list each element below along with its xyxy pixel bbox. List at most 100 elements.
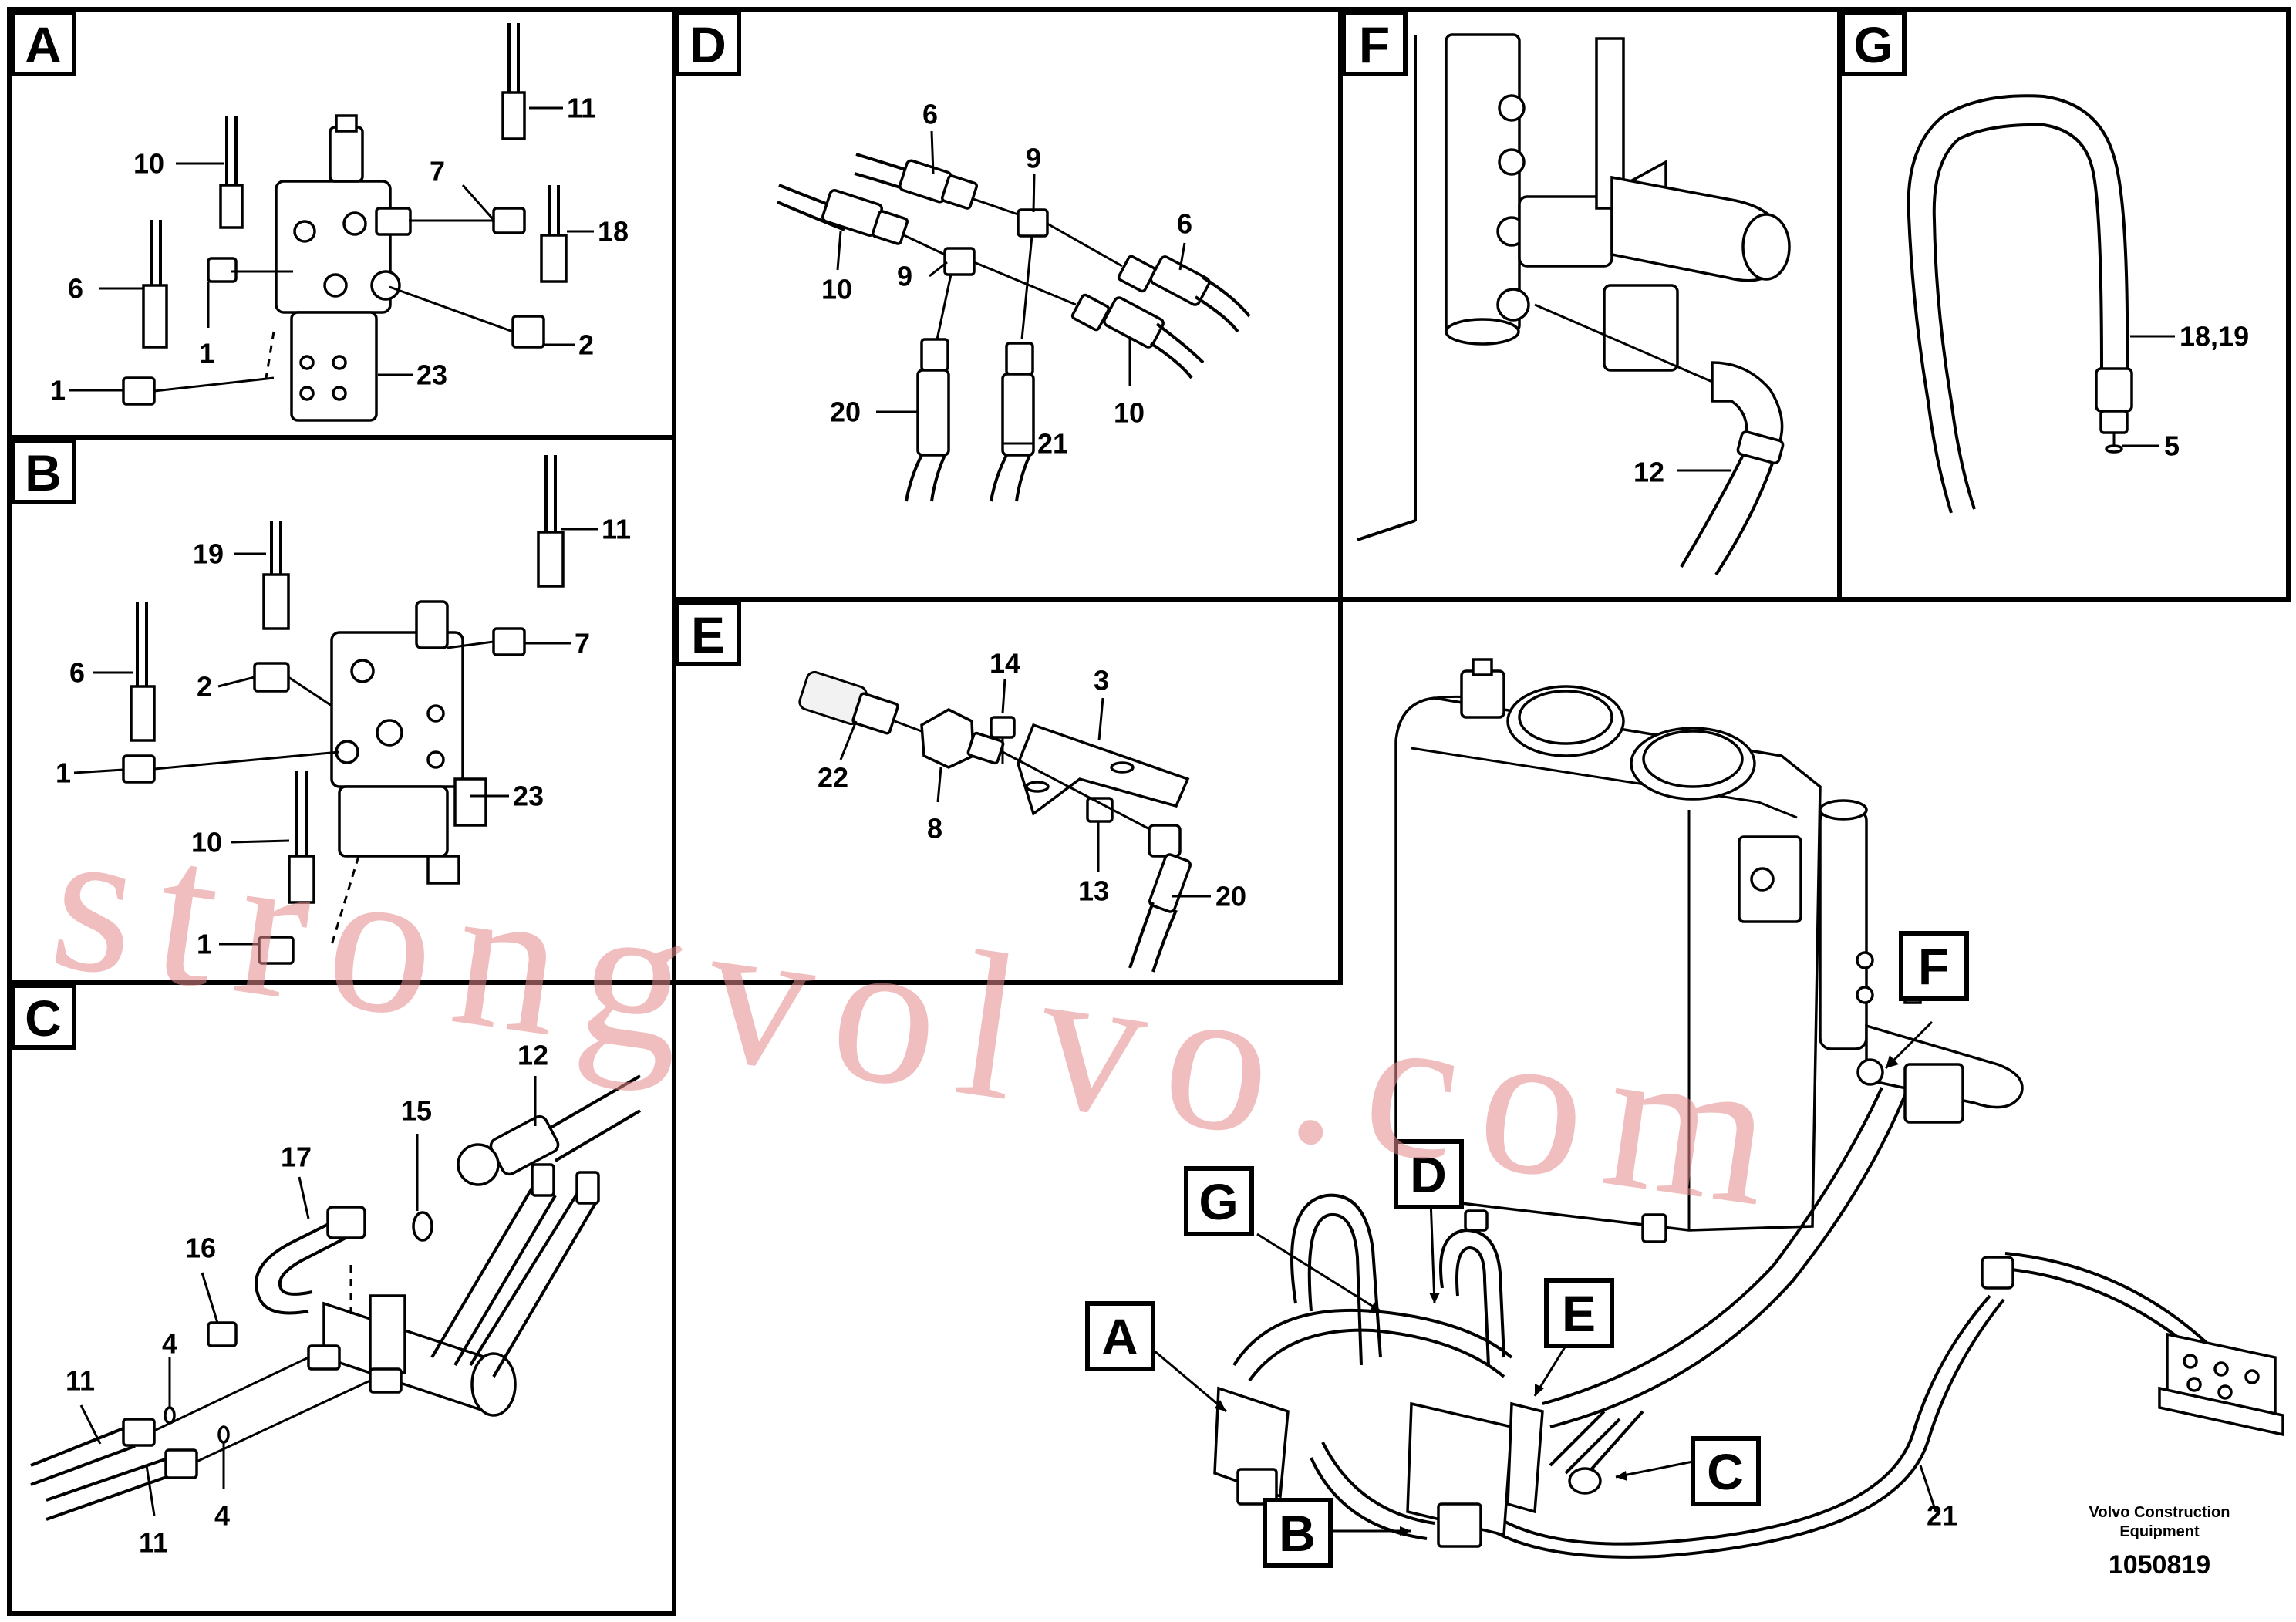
panel-d-callouts: 6 9 6 10 9 20 10 21 [821,99,1192,460]
panel-b-hoses [122,455,565,965]
panel-c-parts [30,1074,642,1521]
panel-c-frame [7,980,676,1616]
overview-label-c: C [1707,1443,1744,1500]
panel-e-parts [798,670,1192,973]
overview-tank [1394,658,2024,1243]
overview-label-d: D [1410,1146,1447,1203]
callout: 23 [416,359,447,391]
panel-a: A 11 10 7 18 6 1 2 1 23 [10,10,629,422]
overview-hoses [1479,1087,2284,1559]
callout: 6 [1177,208,1192,240]
panel-c: C 12 15 17 16 4 11 11 4 [10,983,642,1559]
callout: 10 [133,148,164,180]
panel-f: F 12 [1341,10,1791,576]
callout: 10 [191,827,222,858]
callout: 11 [567,93,596,124]
callout: 10 [821,274,852,305]
overview-labels: F G D A E C B 21 [1085,931,1969,1568]
panel-d-letter-text: D [689,16,727,73]
panel-b-letter: B [10,438,76,504]
callout: 20 [830,396,861,428]
callout: 6 [922,99,938,130]
panel-g-letter-text: G [1853,16,1893,73]
callout: 16 [185,1233,216,1264]
callout: 5 [2164,430,2180,462]
panel-f-parts [1357,33,1791,576]
callout: 1 [50,375,66,406]
callout: 18 [598,216,629,248]
callout: 15 [401,1095,432,1127]
callout: 12 [518,1040,548,1071]
panel-b-letter-text: B [25,444,62,501]
callout: 7 [430,156,445,187]
panel-b-callouts: 19 11 7 6 2 1 23 10 1 [56,514,631,960]
credit-block: Volvo Construction Equipment 1050819 [2089,1504,2230,1580]
overview-callout-21: 21 [1927,1500,1957,1532]
panel-g-parts [1907,94,2133,514]
callout: 9 [1026,143,1041,174]
panel-a-letter-text: A [25,16,62,73]
panel-a-letter: A [10,10,76,76]
callout: 4 [162,1328,177,1360]
callout: 18,19 [2180,321,2249,352]
panel-e-leaders [839,678,1211,898]
callout: 17 [281,1141,312,1173]
overview-valve-cluster [1213,1193,1644,1548]
panel-g-frame [1837,7,2291,602]
panel-g: G 18,19 5 [1840,10,2249,514]
credit-line-1: Volvo Construction [2089,1504,2230,1521]
overview-label-e: E [1562,1285,1596,1342]
panel-a-valve [275,114,412,422]
callout: 12 [1633,457,1664,488]
panel-d-leaders [836,130,1186,445]
overview-label-a: A [1101,1308,1138,1365]
panel-g-leaders [2122,335,2175,447]
callout: 19 [193,538,224,570]
callout: 2 [197,671,212,703]
callout: 3 [1094,665,1109,696]
callout: 23 [513,781,544,812]
callout: 21 [1037,428,1068,460]
overview-label-f: F [1918,938,1949,995]
callout: 6 [69,657,85,689]
panel-e-frame [672,597,1343,985]
panel-frames [7,7,2291,1616]
panel-e-letter-text: E [691,606,725,663]
panel-g-letter: G [1840,10,1907,76]
panel-d-letter: D [675,10,741,76]
callout: 6 [68,273,83,305]
callout: 11 [66,1365,95,1397]
callout: 2 [578,329,594,361]
panel-f-letter: F [1341,10,1408,76]
panel-a-callouts: 11 10 7 18 6 1 2 1 23 [50,93,629,406]
overview-label-b: B [1279,1505,1316,1562]
panel-f-callouts: 12 [1633,457,1664,488]
callout: 7 [575,628,590,659]
document-number: 1050819 [2109,1550,2210,1580]
panel-b: B 19 11 7 6 2 1 23 10 1 [10,438,631,965]
overview: F G D A E C B 21 [1085,658,2284,1568]
callout: 11 [602,514,631,545]
panel-b-leaders [73,528,598,946]
panel-f-letter-text: F [1359,16,1390,73]
callout: 4 [214,1500,230,1532]
callout: 20 [1215,881,1246,912]
panel-b-valve [330,600,487,885]
overview-label-g: G [1199,1173,1238,1230]
panel-e: E 14 3 22 8 13 20 [675,600,1246,973]
panel-c-letter: C [10,983,76,1050]
panel-d-parts [777,153,1251,502]
overview-leaders [1152,1020,1937,1536]
credit-line-2: Equipment [2119,1523,2200,1540]
callout: 13 [1078,875,1109,907]
panel-e-callouts: 14 3 22 8 13 20 [818,648,1246,912]
panel-a-hoses [122,23,568,406]
callout: 1 [56,757,71,789]
panel-c-leaders [79,1076,537,1516]
callout: 8 [927,813,942,845]
callout: 14 [990,648,1020,679]
panel-d: D 6 9 6 10 9 20 10 21 [675,10,1251,502]
panel-g-callouts: 18,19 5 [2164,321,2249,462]
callout: 1 [199,338,214,369]
